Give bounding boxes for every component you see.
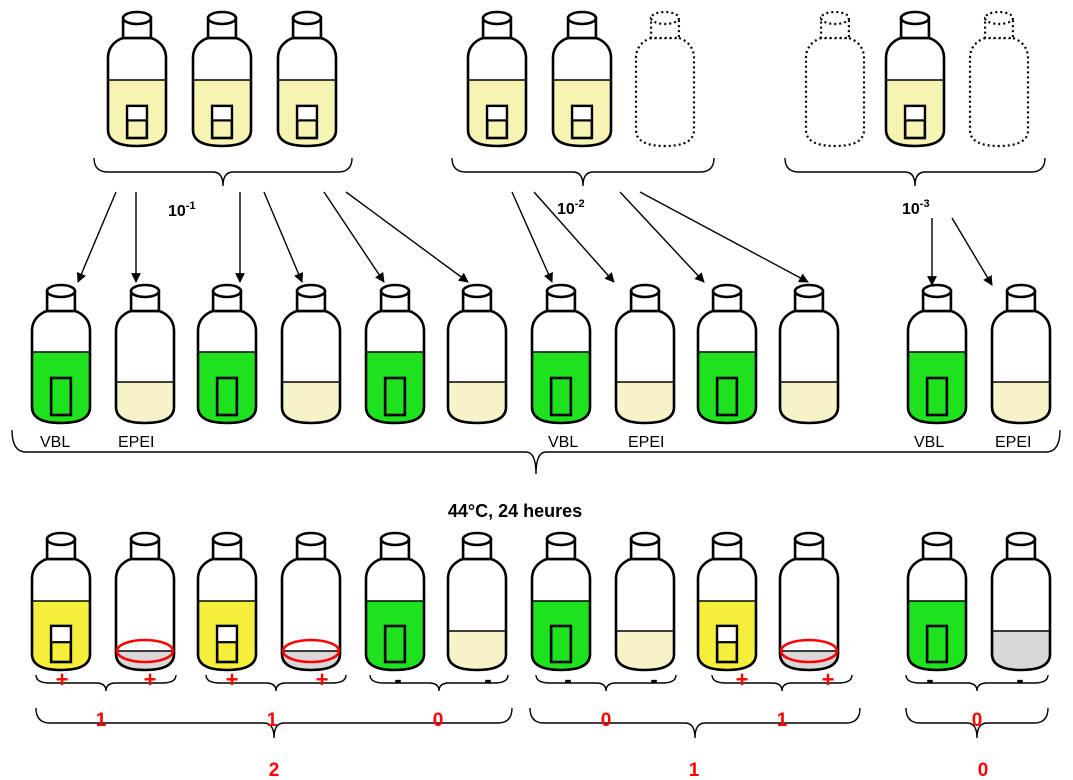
culture-tube-icon [551, 12, 613, 150]
medium-label-vbl: VBL [40, 434, 70, 451]
culture-tube-icon [106, 12, 168, 150]
medium-label-epei: EPEI [118, 434, 154, 451]
transfer-arrow [264, 192, 302, 282]
pair-count: 0 [433, 710, 444, 731]
empty-tube-icon [636, 12, 694, 146]
result-sign: - [926, 667, 933, 692]
pair-count: 1 [267, 710, 278, 731]
transfer-arrow [640, 192, 808, 282]
culture-tube-icon [364, 285, 426, 427]
culture-tube-icon [364, 533, 426, 674]
culture-tube-icon [530, 285, 592, 427]
medium-label-epei: EPEI [995, 434, 1031, 451]
culture-tube-icon [778, 533, 840, 674]
culture-tube-icon [30, 285, 92, 427]
culture-tube-icon [191, 12, 253, 150]
result-sign: - [1016, 667, 1023, 692]
transfer-arrow [952, 218, 992, 285]
confirmation-tubes-row [30, 285, 1052, 427]
culture-tube-icon [280, 533, 342, 674]
culture-tube-icon [906, 533, 968, 674]
culture-tube-icon [446, 285, 508, 427]
incubation-label: 44°C, 24 heures [448, 501, 582, 521]
result-sign: + [316, 667, 329, 692]
transfer-arrows [78, 192, 992, 285]
group-total: 2 [269, 760, 280, 780]
culture-tube-icon [196, 285, 258, 427]
culture-tube-icon [906, 285, 968, 427]
grouping-brace [785, 158, 1045, 186]
result-sign: - [484, 667, 491, 692]
group-total: 0 [978, 760, 989, 780]
culture-tube-icon [446, 533, 508, 674]
result-sign: + [736, 667, 749, 692]
transfer-arrow [620, 192, 704, 282]
grouping-brace [12, 430, 1060, 474]
presumptive-tubes-row [106, 12, 1028, 150]
dilution-label-1: 10-1 [168, 200, 196, 220]
medium-label-vbl: VBL [548, 434, 578, 451]
culture-tube-icon [196, 533, 258, 674]
result-sign: + [226, 667, 239, 692]
result-sign: - [394, 667, 401, 692]
pair-count: 1 [96, 710, 107, 731]
culture-tube-icon [696, 533, 758, 674]
result-sign: + [822, 667, 835, 692]
culture-tube-icon [114, 285, 176, 427]
culture-tube-icon [990, 533, 1052, 674]
empty-tube-icon [806, 12, 864, 146]
grouping-brace [530, 708, 860, 738]
pair-count: 0 [601, 710, 612, 731]
transfer-arrow [78, 192, 116, 282]
result-sign: - [650, 667, 657, 692]
culture-tube-icon [614, 533, 676, 674]
transfer-arrow [324, 192, 384, 282]
pair-count: 0 [972, 710, 983, 731]
result-sign: + [56, 667, 69, 692]
dilution-label-3: 10-3 [902, 198, 930, 218]
result-sign: + [144, 667, 157, 692]
culture-tube-icon [276, 12, 338, 150]
culture-tube-icon [614, 285, 676, 427]
culture-tube-icon [884, 12, 946, 150]
result-tubes-row [30, 533, 1052, 674]
group-total: 1 [689, 760, 700, 780]
culture-tube-icon [466, 12, 528, 150]
culture-tube-icon [114, 533, 176, 674]
empty-tube-icon [970, 12, 1028, 146]
result-sign: - [564, 667, 571, 692]
culture-tube-icon [778, 285, 840, 427]
culture-tube-icon [530, 533, 592, 674]
culture-tube-icon [280, 285, 342, 427]
grouping-brace [452, 158, 714, 186]
medium-label-vbl: VBL [914, 434, 944, 451]
culture-tube-icon [696, 285, 758, 427]
dilution-label-2: 10-2 [557, 198, 585, 218]
culture-tube-icon [990, 285, 1052, 427]
medium-label-epei: EPEI [628, 434, 664, 451]
pair-count: 1 [777, 710, 788, 731]
culture-tube-icon [30, 533, 92, 674]
grouping-brace [94, 158, 352, 186]
transfer-arrow [346, 192, 468, 282]
